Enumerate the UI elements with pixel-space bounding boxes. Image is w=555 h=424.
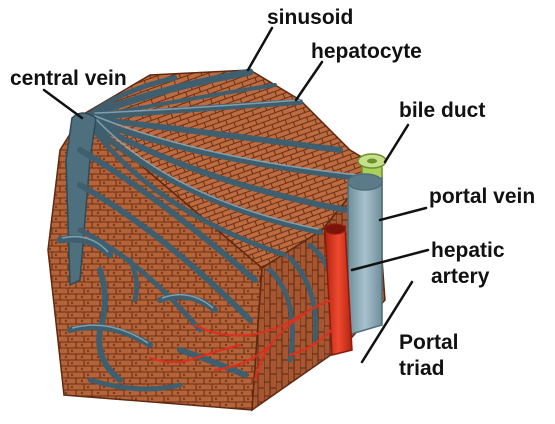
portal-vein xyxy=(348,174,382,335)
hepatic-artery-label-line1: hepatic xyxy=(431,238,505,264)
bile-duct-label: bile duct xyxy=(399,99,485,123)
portal-triad-label-line2: triad xyxy=(399,356,459,382)
hepatocyte-label: hepatocyte xyxy=(311,40,422,64)
central-vein-label: central vein xyxy=(10,67,127,91)
hepatic-artery-label: hepatic artery xyxy=(431,238,505,290)
portal-triad-label-line1: Portal xyxy=(399,330,459,356)
portal-triad-label: Portal triad xyxy=(399,330,459,382)
portal-vein-label: portal vein xyxy=(429,185,535,209)
hepatic-artery-label-line2: artery xyxy=(431,264,505,290)
sinusoid-label: sinusoid xyxy=(267,6,353,30)
